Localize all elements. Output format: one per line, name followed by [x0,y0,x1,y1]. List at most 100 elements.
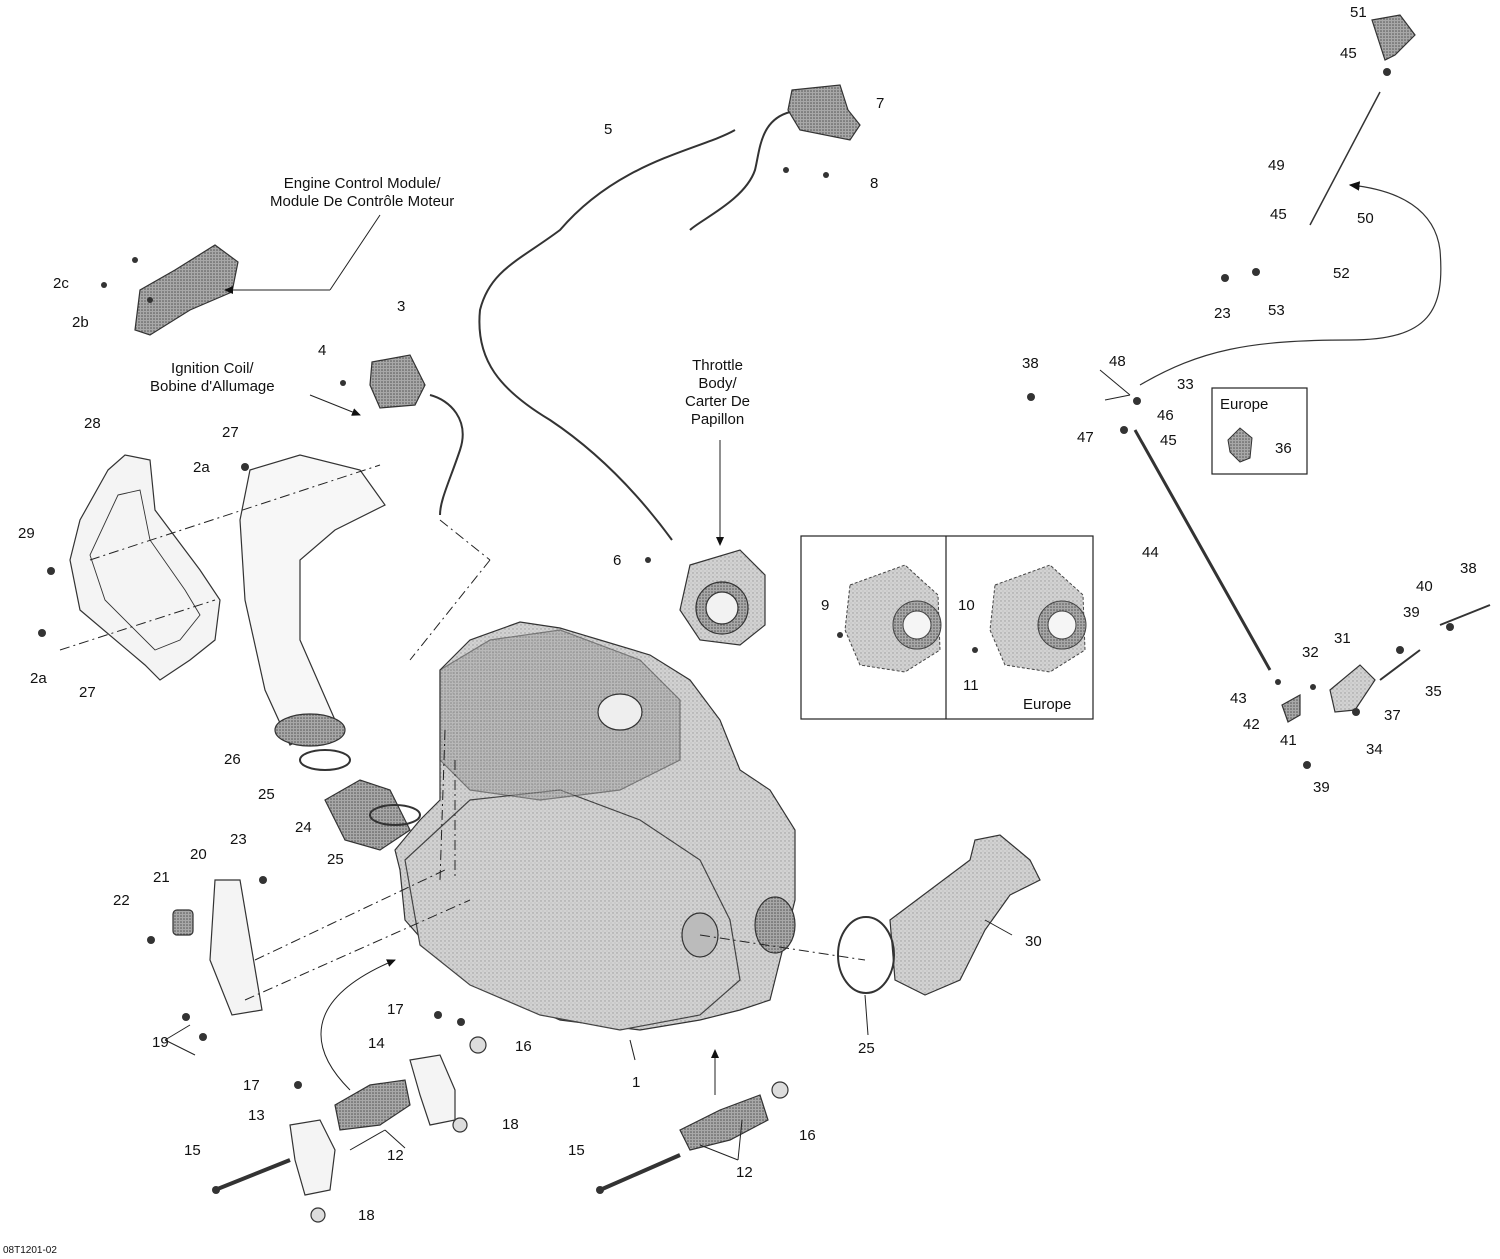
part-label: 46 [1157,407,1174,424]
part-label: 52 [1333,265,1350,282]
ignition-coil [369,354,426,409]
leader-lines [59,214,1131,1161]
part-label: 17 [387,1001,404,1018]
throttle-body [679,549,766,646]
part-label: 8 [870,175,879,192]
air-duct-26 [239,454,386,746]
mount-bracket-14 [409,1054,456,1126]
shift-rod-50 [1309,91,1381,226]
nut-18-right [452,1117,468,1133]
part-label: 12 [736,1164,753,1181]
part-label: 7 [876,95,885,112]
europe-inset-frame [800,535,1094,720]
part-label: 41 [1280,732,1297,749]
part-label: 4 [318,342,327,359]
part-label: 44 [1142,544,1159,561]
part-label: 21 [153,869,170,886]
part-label: 49 [1268,157,1285,174]
part-label: 29 [18,525,35,542]
part-label: 16 [515,1038,532,1055]
part-label: 28 [84,415,101,432]
part-label: 42 [1243,716,1260,733]
rubber-mount-12-right [679,1094,769,1151]
part-label: 23 [1214,305,1231,322]
part-label: 32 [1302,644,1319,661]
part-label: 20 [190,846,207,863]
part-label: 24 [295,819,312,836]
europe-inset [800,387,1308,720]
elbow-joint-42 [1281,693,1301,723]
part-label: 12 [387,1147,404,1164]
engine-mounts [214,1036,789,1223]
part-label: 38 [1460,560,1477,577]
part-label: 45 [1160,432,1177,449]
throttle-body-variant-b [989,564,1087,673]
bolt-15-left [214,1158,291,1192]
electrical [134,84,861,541]
part-label: 53 [1268,302,1285,319]
engine-flywheel-cover [754,896,796,954]
part-label: 39 [1403,604,1420,621]
bracket-31 [1329,664,1376,713]
shift-linkage [1133,14,1491,723]
engine-cylinder-head [439,629,681,801]
part-label: 26 [224,751,241,768]
part-label: 5 [604,121,613,138]
part-label: 45 [1270,206,1287,223]
engine-assembly [394,621,796,1031]
part-label: 1 [632,1074,641,1091]
part-label: 47 [1077,429,1094,446]
part-label: 33 [1177,376,1194,393]
part-label: 25 [327,851,344,868]
coupler-24 [324,779,411,851]
rubber-mount-12-left [334,1079,411,1131]
mount-bracket-20 [209,879,263,1016]
part-label: 35 [1425,683,1442,700]
part-label: 39 [1313,779,1330,796]
clamp-25-duct [837,916,895,994]
intake-and-shields [69,454,1041,1016]
part-label: 15 [568,1142,585,1159]
part-label: 25 [258,786,275,803]
part-label: 23 [230,831,247,848]
part-label: 2c [53,275,69,292]
part-label: 25 [858,1040,875,1057]
part-label: 40 [1416,578,1433,595]
part-label: 15 [184,1142,201,1159]
part-label: 27 [79,684,96,701]
bolt-15-right [599,1153,681,1192]
throttle-body-variant-a [844,564,942,673]
clamp-25-upper [299,749,351,771]
ignition-coil-callout: Ignition Coil/ Bobine d'Allumage [150,360,275,395]
heat-shield-28 [69,454,221,681]
air-duct-30 [889,834,1041,996]
part-label: 2a [193,459,210,476]
coil-wire [429,394,464,516]
part-label: 38 [1022,355,1039,372]
small-hardware [38,68,1454,1194]
part-label: 45 [1340,45,1357,62]
engine-intake-port [597,693,643,731]
engine-control-module-callout: Engine Control Module/ Module De Contrôl… [270,175,455,210]
part-label: 14 [368,1035,385,1052]
clamp-25-lower [369,804,421,826]
part-label: 2b [72,314,89,331]
part-label: 17 [243,1077,260,1094]
part-label: 19 [152,1034,169,1051]
shift-knob-51 [1371,14,1416,61]
europe-box-title-top: Europe [1220,396,1269,413]
nut-18-left [310,1207,326,1223]
part-label: 22 [113,892,130,909]
part-label: 10 [958,597,975,614]
part-label: 2a [30,670,47,687]
part-label: 34 [1366,741,1383,758]
throttle-body-callout: Throttle Body/ Carter De Papillon [685,357,751,428]
part-label: 11 [963,677,979,694]
wiring-harness-5 [478,129,736,541]
part-label: 36 [1275,440,1292,457]
part-label: 31 [1334,630,1351,647]
part-label: 16 [799,1127,816,1144]
part-label: 18 [358,1207,375,1224]
part-label: 48 [1109,353,1126,370]
ecm-module [134,244,239,336]
